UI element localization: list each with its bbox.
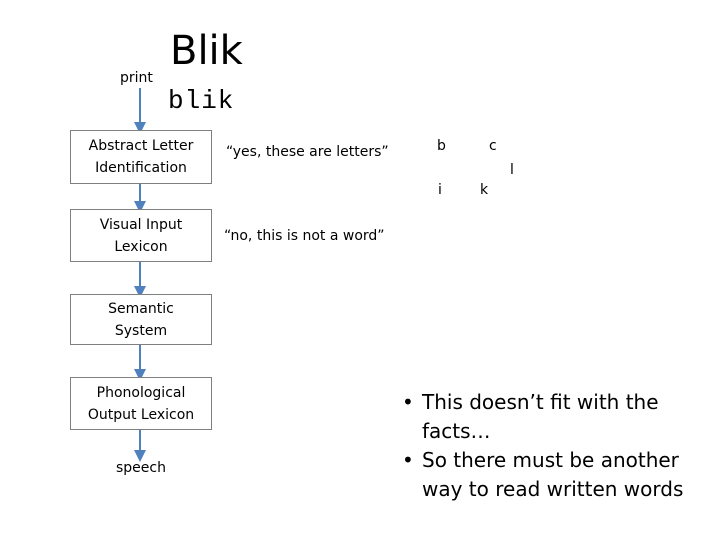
quote-yes-letters: “yes, these are letters”: [226, 144, 389, 160]
semantic-system-box: Semantic System: [70, 294, 212, 345]
visual-input-lexicon-box: Visual Input Lexicon: [70, 209, 212, 262]
bullet-item: So there must be another way to read wri…: [398, 446, 698, 504]
phonological-output-lexicon-label: Phonological Output Lexicon: [87, 384, 195, 423]
blik-title: Blik: [170, 28, 243, 74]
speech-label: speech: [116, 460, 166, 476]
blik-mono-text: blik: [168, 86, 235, 116]
bullet-item: This doesn’t fit with the facts…: [398, 388, 698, 446]
letter-i: i: [438, 182, 442, 198]
print-label: print: [120, 70, 153, 86]
abstract-letter-identification-label: Abstract Letter Identification: [88, 138, 194, 176]
letter-k: k: [480, 182, 489, 198]
phonological-output-lexicon-box: Phonological Output Lexicon: [70, 377, 212, 430]
letter-l: l: [510, 162, 514, 178]
quote-not-word: “no, this is not a word”: [224, 228, 385, 244]
bullet-list: This doesn’t fit with the facts… So ther…: [398, 388, 698, 504]
letter-c: c: [489, 138, 497, 154]
abstract-letter-identification-box: Abstract Letter Identification: [70, 130, 212, 184]
letter-b: b: [437, 138, 446, 154]
semantic-system-label: Semantic System: [108, 300, 174, 339]
visual-input-lexicon-label: Visual Input Lexicon: [99, 216, 183, 255]
